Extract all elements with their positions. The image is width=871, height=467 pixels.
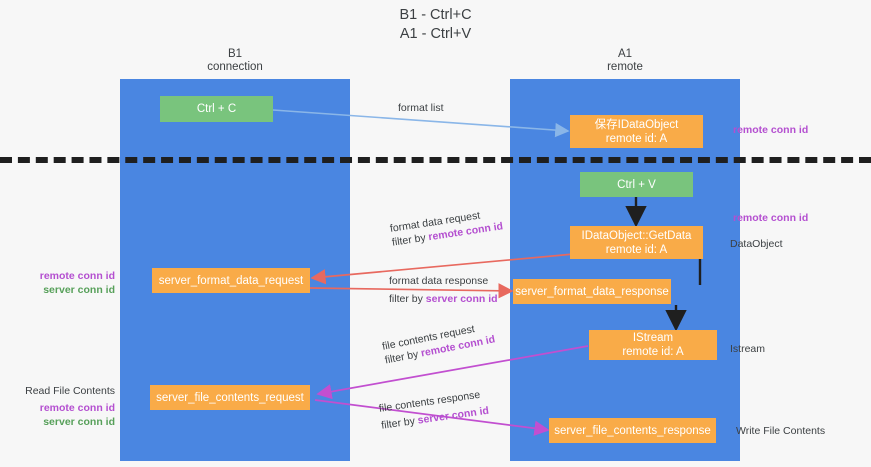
right-label-remote-conn-id-top: remote conn id	[733, 124, 809, 136]
arrow-format-data-request	[310, 253, 575, 285]
edge-label-format-data-response-line2: filter by server conn id	[389, 292, 498, 306]
node-server-format-data-response[interactable]: server_format_data_response	[513, 279, 671, 304]
edge-label-format-list-line1: format list	[398, 102, 444, 114]
node-istream[interactable]: IStream remote id: A	[589, 330, 717, 360]
edge-label-format-list: format list	[398, 101, 444, 115]
highlight-server-conn-id: server conn id	[425, 293, 498, 305]
section-divider	[0, 157, 871, 163]
node-save-idataobject[interactable]: 保存IDataObject remote id: A	[570, 115, 703, 148]
node-ctrl-v[interactable]: Ctrl + V	[580, 172, 693, 197]
left-label-read-file-contents: Read File Contents	[25, 385, 115, 397]
right-label-dataobject: DataObject	[730, 238, 783, 250]
left-label-server-conn-id-1: server conn id	[43, 284, 115, 296]
edge-label-format-data-response-line1: format data response	[389, 275, 489, 287]
arrow-file-contents-response	[314, 399, 550, 436]
left-label-remote-conn-id-1: remote conn id	[39, 270, 115, 282]
right-label-istream: Istream	[730, 343, 766, 355]
node-server-file-contents-request[interactable]: server_file_contents_request	[150, 385, 310, 410]
node-idataobject-getdata[interactable]: IDataObject::GetData remote id: A	[570, 226, 703, 259]
arrow-format-data-response	[309, 283, 514, 299]
arrow-file-contents-request	[316, 345, 589, 400]
diagram-title: B1 - Ctrl+C A1 - Ctrl+V	[399, 7, 472, 42]
left-label-group-file: Read File Contents remote conn id server…	[20, 384, 115, 429]
node-ctrl-c[interactable]: Ctrl + C	[160, 96, 273, 122]
column-header-b1: B1 connection	[207, 48, 263, 73]
arrow-format-list	[272, 109, 570, 138]
right-label-write-file-contents: Write File Contents	[736, 425, 826, 437]
filter-by-text: filter by	[389, 293, 426, 305]
left-label-remote-conn-id-2: remote conn id	[39, 402, 115, 414]
edge-label-format-data-response: format data response filter by server co…	[389, 274, 498, 306]
node-server-format-data-request[interactable]: server_format_data_request	[152, 268, 310, 293]
right-label-remote-conn-id-mid: remote conn id	[733, 212, 809, 224]
node-server-file-contents-response[interactable]: server_file_contents_response	[549, 418, 716, 443]
left-label-server-conn-id-2: server conn id	[43, 416, 115, 428]
left-label-group-format: remote conn id server conn id	[20, 269, 115, 297]
column-header-a1: A1 remote	[607, 48, 643, 73]
